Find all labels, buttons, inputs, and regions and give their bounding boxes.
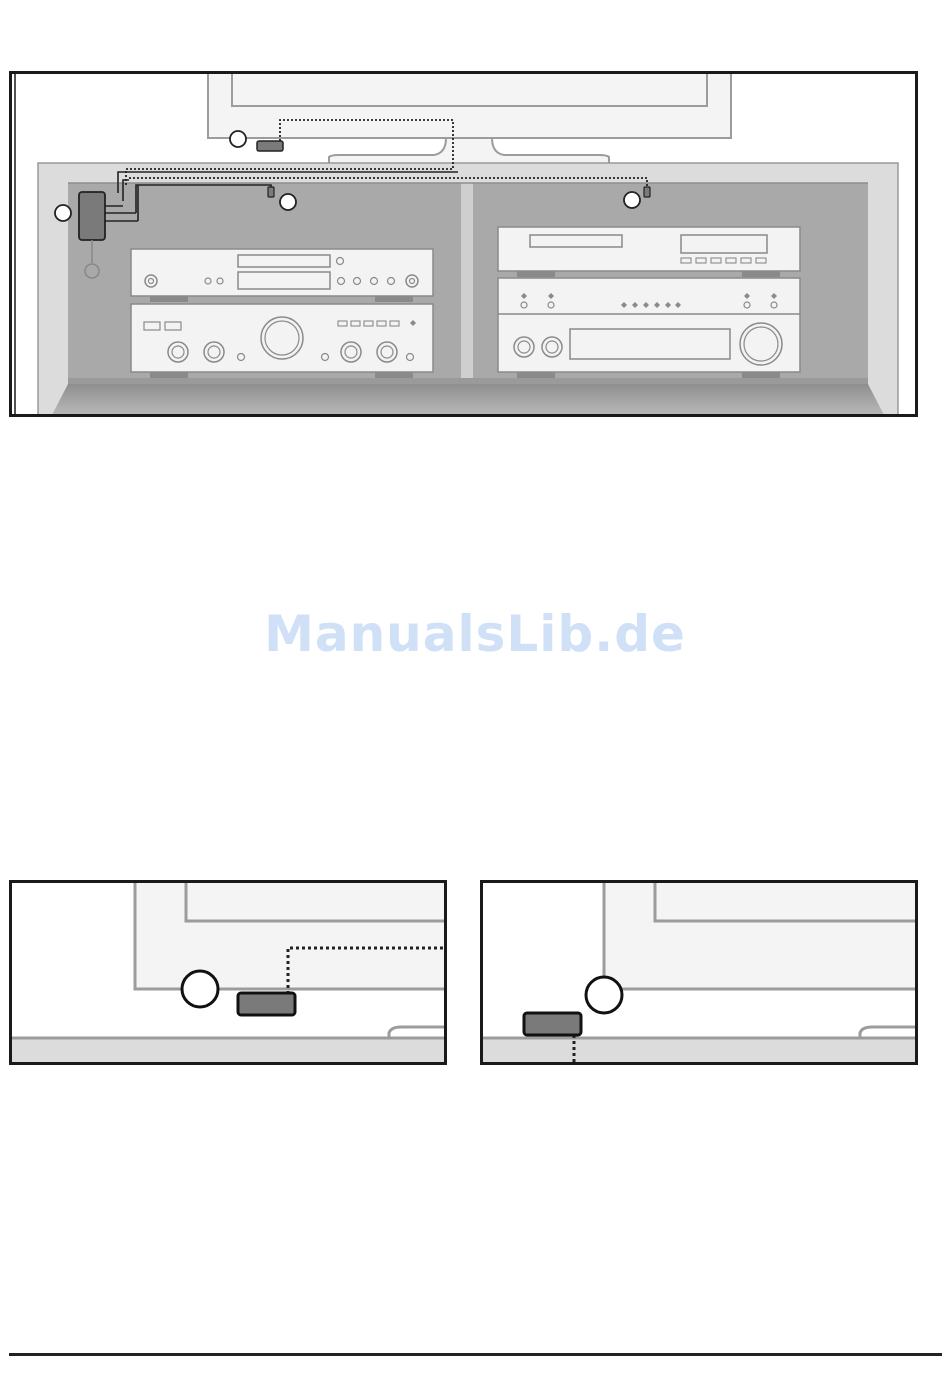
detail-illustration-right: [480, 880, 918, 1065]
ir-emitter-icon: [268, 187, 274, 197]
callout-circle: [55, 205, 71, 221]
receiver-icon: [498, 278, 800, 378]
cd-player-icon: [131, 249, 433, 302]
tape-deck-icon: [498, 227, 800, 277]
ir-emitter-tv-icon: [257, 141, 283, 151]
ir-emitter-icon: [238, 993, 295, 1015]
callout-circle: [586, 977, 622, 1013]
callout-circle: [182, 971, 218, 1007]
watermark-text: ManualsLib.de: [0, 605, 950, 663]
ir-hub-icon: [79, 192, 105, 240]
ir-emitter-icon: [524, 1013, 581, 1035]
callout-circle: [624, 192, 640, 208]
footer-divider: [9, 1353, 942, 1356]
callout-circle: [280, 194, 296, 210]
main-illustration: [9, 71, 918, 417]
ir-emitter-icon: [644, 187, 650, 197]
detail-illustration-left: [9, 880, 447, 1065]
callout-circle: [230, 131, 246, 147]
amplifier-icon: [131, 304, 433, 378]
